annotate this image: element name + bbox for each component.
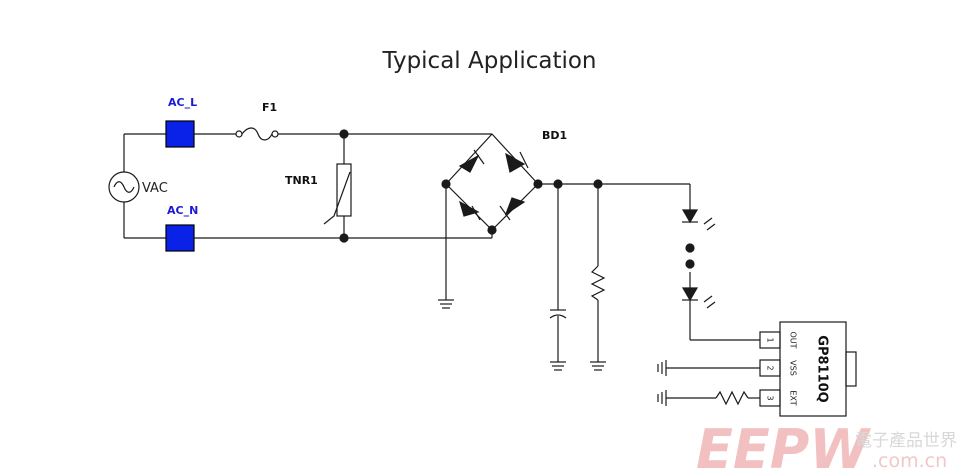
- ac-source: [108, 133, 166, 239]
- bridge-label: BD1: [542, 129, 567, 142]
- watermark-chinese: 電子產品世界: [855, 431, 957, 451]
- diagram-title: Typical Application: [382, 48, 597, 74]
- tnr-label: TNR1: [285, 174, 318, 187]
- led-string: [681, 184, 760, 341]
- fuse-f1: [194, 127, 492, 141]
- pin-3-number: 3: [766, 395, 775, 400]
- bridge-ground: [438, 184, 454, 309]
- fuse-label: F1: [262, 101, 277, 114]
- pin-2-number: 2: [766, 365, 775, 370]
- varistor-tnr1: [323, 129, 352, 243]
- eepw-watermark: EEPW 電子產品世界 .com.cn: [696, 418, 957, 476]
- ac-l-label: AC_L: [168, 96, 197, 109]
- pin-1-name: OUT: [789, 331, 798, 348]
- vac-label: VAC: [142, 181, 168, 196]
- watermark-url: .com.cn: [872, 450, 947, 472]
- pin-2-name: VSS: [789, 360, 798, 376]
- bleeder-resistor: [590, 184, 606, 371]
- ac-n-label: AC_N: [167, 204, 198, 217]
- pin-1-number: 1: [766, 337, 775, 342]
- capacitor: [549, 184, 567, 371]
- bridge-rectifier-bd1: [441, 133, 539, 238]
- watermark-logo: EEPW: [696, 418, 871, 476]
- connector-ac-n: [165, 224, 195, 252]
- ic-name: GP8110Q: [815, 335, 830, 402]
- ic-gp8110q: [657, 321, 857, 417]
- pin-3-name: EXT: [789, 390, 798, 405]
- connector-ac-l: [165, 120, 195, 148]
